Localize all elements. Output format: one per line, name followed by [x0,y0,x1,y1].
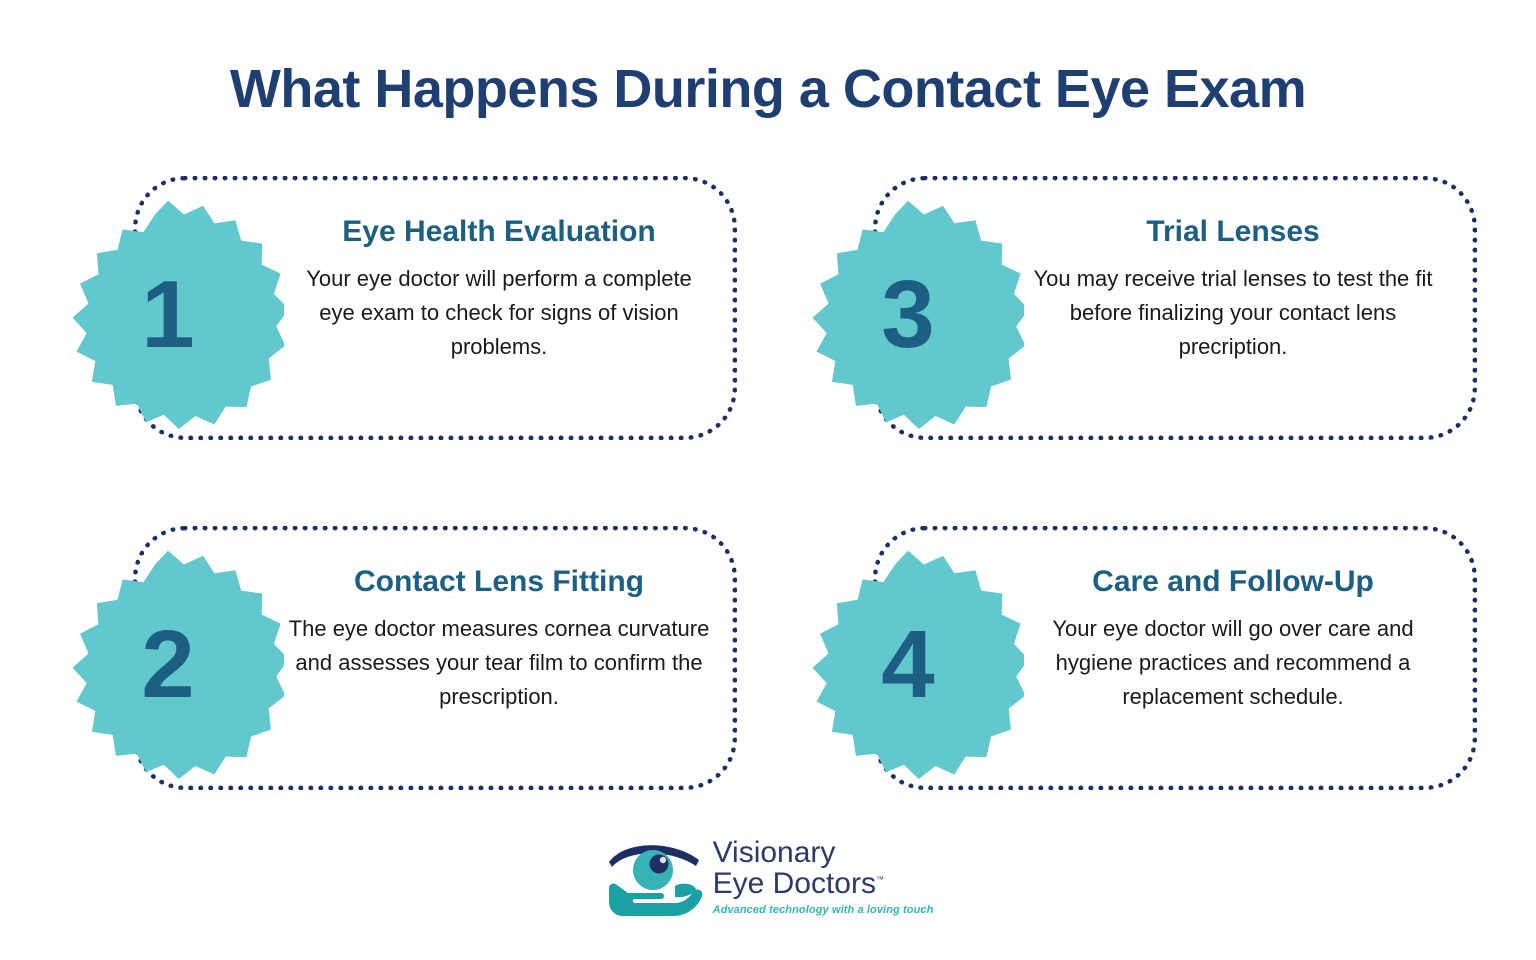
steps-grid: 1 Eye Health Evaluation Your eye doctor … [0,176,1536,796]
logo-name-line2: Eye Doctors™ [712,867,934,900]
starburst-shape [812,550,1024,779]
step-number-1: 1 [141,261,194,368]
trademark-symbol: ™ [875,875,884,884]
step-body-2: The eye doctor measures cornea curvature… [288,615,710,709]
page-title: What Happens During a Contact Eye Exam [229,59,1307,119]
starburst-shape [72,200,284,429]
step-text-2: Contact Lens Fitting The eye doctor meas… [288,565,710,714]
logo-tagline: Advanced technology with a loving touch [712,903,934,916]
step-heading-2: Contact Lens Fitting [354,565,644,598]
step-card-4: 4 Care and Follow-Up Your eye doctor wil… [812,526,1477,790]
step-body-1: Your eye doctor will perform a complete … [306,265,692,359]
step-text-3: Trial Lenses You may receive trial lense… [1018,215,1448,364]
logo-name-line1: Visionary [712,836,836,870]
step-number-4: 4 [881,611,934,718]
step-card-3: 3 Trial Lenses You may receive trial len… [812,176,1477,440]
step-badge-3: 3 [792,197,1024,429]
step-text-4: Care and Follow-Up Your eye doctor will … [1018,565,1448,714]
starburst-shape [812,200,1024,429]
logo-name-line2-text: Eye Doctors [712,867,876,900]
step-text-1: Eye Health Evaluation Your eye doctor wi… [288,215,710,364]
step-card-1: 1 Eye Health Evaluation Your eye doctor … [72,176,737,440]
starburst-shape [72,550,284,779]
step-body-3: You may receive trial lenses to test the… [1033,265,1433,359]
step-badge-4: 4 [792,547,1024,779]
eye-in-hand-logo-icon [608,845,702,916]
step-badge-2: 2 [52,547,284,779]
step-number-3: 3 [881,261,934,368]
step-card-2: 2 Contact Lens Fitting The eye doctor me… [72,526,737,790]
step-body-4: Your eye doctor will go over care and hy… [1052,615,1414,709]
step-badge-1: 1 [52,197,284,429]
step-number-2: 2 [141,611,194,718]
brand-logo: Visionary Eye Doctors™ Advanced technolo… [0,836,1536,916]
step-heading-1: Eye Health Evaluation [342,215,656,248]
step-heading-4: Care and Follow-Up [1092,565,1374,598]
step-heading-3: Trial Lenses [1146,215,1320,248]
